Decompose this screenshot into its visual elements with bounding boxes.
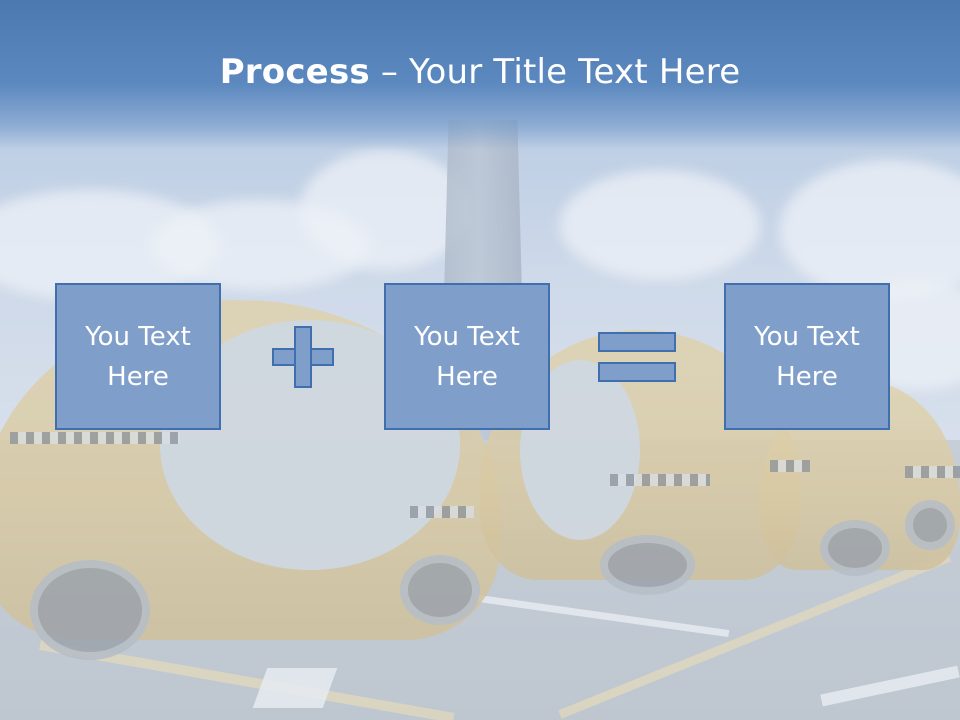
taxi-checker-stripe: [410, 506, 474, 518]
taxi-checker-stripe: [770, 460, 810, 472]
taxi-checker-stripe: [610, 474, 710, 486]
process-box-2-line2: Here: [436, 361, 498, 392]
equals-icon-top-bar[interactable]: [598, 332, 676, 352]
cloud: [300, 150, 470, 270]
taxi-wheel: [820, 520, 890, 576]
process-box-1-line1: You Text: [85, 321, 191, 352]
equals-icon-bottom-bar[interactable]: [598, 362, 676, 382]
cloud: [780, 160, 960, 300]
plus-icon[interactable]: [272, 326, 334, 388]
title-band: [0, 0, 960, 150]
process-box-1-line2: Here: [107, 361, 169, 392]
title-rest: – Your Title Text Here: [369, 52, 741, 92]
slide-title[interactable]: Process – Your Title Text Here: [0, 52, 960, 92]
taxi-wheel: [30, 560, 150, 660]
taxi-wheel: [600, 535, 695, 595]
title-bold: Process: [219, 52, 370, 92]
taxi-checker-stripe: [10, 432, 180, 444]
process-box-2[interactable]: You Text Here: [384, 283, 550, 430]
cloud: [560, 170, 760, 280]
process-box-3-line2: Here: [776, 361, 838, 392]
plus-icon-center: [296, 350, 310, 364]
taxi-checker-stripe: [905, 466, 960, 478]
taxi-wheel: [400, 555, 480, 625]
process-box-1[interactable]: You Text Here: [55, 283, 221, 430]
process-box-3-line1: You Text: [754, 321, 860, 352]
taxi-wheel: [905, 500, 955, 550]
process-box-2-line1: You Text: [414, 321, 520, 352]
process-box-3[interactable]: You Text Here: [724, 283, 890, 430]
